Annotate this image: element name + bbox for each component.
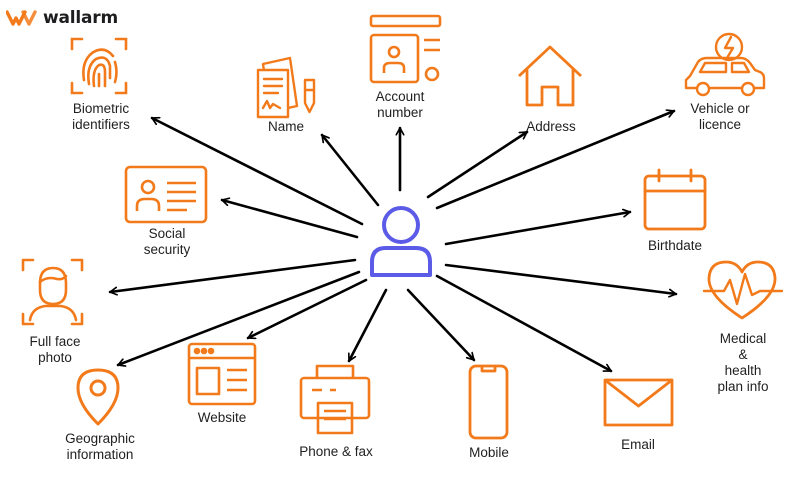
id-card-icon: [369, 14, 442, 84]
label-social: Social security: [143, 226, 191, 257]
fingerprint-icon: [70, 37, 128, 95]
arrow-email: [435, 274, 613, 373]
arrow-social: [220, 200, 359, 239]
user-icon: [370, 206, 432, 277]
browser-window-icon: [187, 342, 257, 406]
arrow-birthdate: [444, 212, 632, 246]
label-email: Email: [621, 437, 655, 452]
label-address: Address: [526, 119, 576, 134]
label-account: Account number: [375, 89, 425, 120]
electric-car-icon: [684, 32, 766, 97]
heart-pulse-icon: [702, 260, 784, 320]
smartphone-icon: [468, 364, 509, 440]
arrow-phonefax: [347, 288, 388, 363]
arrow-geo: [116, 270, 361, 365]
label-vehicle: Vehicle or licence: [690, 101, 750, 132]
arrow-facephoto: [108, 258, 357, 292]
label-mobile: Mobile: [469, 445, 509, 460]
label-birthdate: Birthdate: [647, 238, 703, 253]
label-name: Name: [267, 119, 305, 134]
fax-icon: [299, 364, 371, 435]
calendar-icon: [643, 168, 707, 231]
face-scan-icon: [21, 258, 84, 326]
wallarm-mark-icon: [6, 10, 37, 26]
label-facephoto: Full face photo: [29, 334, 81, 365]
social-security-card-icon: [124, 165, 208, 224]
label-geo: Geographic information: [65, 431, 135, 462]
house-icon: [518, 45, 582, 107]
arrow-mobile: [406, 288, 476, 362]
wallarm-logo: wallarm: [6, 6, 118, 30]
arrow-medical: [444, 263, 678, 294]
arrow-website: [246, 278, 368, 340]
label-website: Website: [197, 410, 247, 425]
label-phonefax: Phone & fax: [299, 444, 373, 459]
document-pen-icon: [256, 56, 316, 119]
arrows-group: [108, 111, 678, 373]
arrow-address: [426, 130, 529, 199]
arrow-biometric: [150, 116, 364, 226]
brand-name: wallarm: [43, 8, 119, 28]
map-pin-icon: [76, 368, 120, 426]
label-biometric: Biometric identifiers: [72, 101, 130, 132]
arrow-vehicle: [435, 111, 676, 210]
arrow-name: [320, 133, 380, 207]
envelope-icon: [603, 378, 674, 427]
label-medical: Medical & health plan info: [717, 331, 769, 394]
